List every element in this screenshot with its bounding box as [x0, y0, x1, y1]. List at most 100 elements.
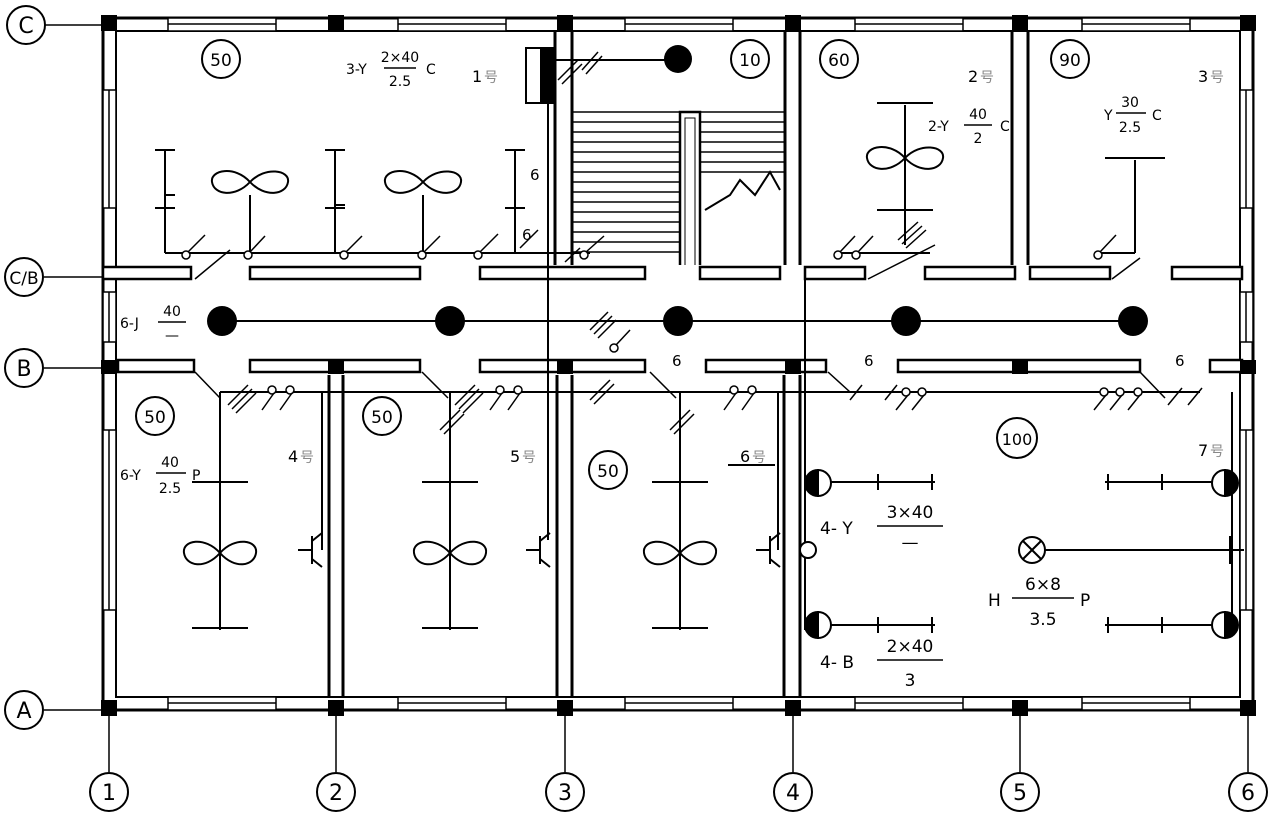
structural-columns — [101, 15, 1256, 716]
axis-row-a-label: A — [16, 699, 31, 724]
fixture-spec-1: 3-Y 2×40 2.5 C — [346, 50, 436, 90]
distribution-panel — [525, 47, 554, 104]
fixture-spec-7-den: 3.5 — [1029, 610, 1056, 630]
box-label-2-suffix: 号 — [980, 70, 994, 86]
axis-col-3: 3 — [545, 772, 585, 812]
room-tag-6: 50 — [362, 396, 402, 436]
wiring — [155, 59, 1233, 630]
box-label-3-suffix: 号 — [1210, 70, 1224, 86]
box-label-6-suffix: 号 — [752, 450, 766, 466]
fixture-spec-4: 6-J 40 — — [120, 304, 186, 344]
axis-row-cb: C/B — [4, 257, 44, 297]
room-tag-7: 50 — [588, 450, 628, 490]
fixture-spec-8: 4- B 2×40 3 — [820, 637, 943, 691]
wire-count-6: 6 — [740, 461, 741, 463]
fixture-spec-6-prefix: 4- Y — [820, 519, 853, 539]
axis-row-b-label: B — [16, 357, 31, 382]
room-tag-3-label: 60 — [828, 51, 850, 71]
room-tag-8-label: 100 — [1002, 430, 1033, 449]
box-label-6-num: 6 — [740, 447, 750, 466]
room-tag-8: 100 — [996, 417, 1038, 459]
fixture-spec-5-suffix: P — [192, 468, 200, 484]
room-tag-3: 60 — [819, 39, 859, 79]
axis-col-2-label: 2 — [329, 781, 343, 806]
fixture-spec-3-prefix: Y — [1103, 108, 1113, 124]
box-label-4-suffix: 号 — [300, 450, 314, 466]
fixture-spec-3-suffix: C — [1152, 108, 1162, 124]
axis-col-4-label: 4 — [786, 781, 800, 806]
axis-col-5-label: 5 — [1013, 781, 1027, 806]
box-label-3: 3 号 — [1198, 67, 1224, 86]
fixture-spec-6-num: 3×40 — [887, 503, 934, 523]
axis-row-b: B — [4, 348, 44, 388]
axis-col-6-label: 6 — [1241, 781, 1255, 806]
wall-outlets — [298, 532, 1244, 568]
ceiling-fans — [182, 146, 944, 566]
box-label-4: 4 号 — [288, 447, 314, 466]
wire-count-4: 6 — [864, 352, 874, 370]
box-label-5-suffix: 号 — [522, 450, 536, 466]
box-label-7-suffix: 号 — [1210, 444, 1224, 460]
fixture-spec-7: H 6×8 3.5 P — [988, 575, 1090, 630]
fixture-spec-2-den: 2 — [974, 131, 983, 147]
fixture-spec-8-num: 2×40 — [887, 637, 934, 657]
fluorescent-ticks — [165, 194, 1163, 633]
fixture-spec-5-prefix: 6-Y — [120, 468, 141, 484]
box-label-7: 7 号 — [1198, 441, 1224, 460]
emergency-lights — [799, 468, 1239, 640]
room-tag-1: 50 — [201, 39, 241, 79]
wire-count-1: 6 — [530, 166, 540, 184]
fixture-spec-2-suffix: C — [1000, 119, 1010, 135]
axis-col-1-label: 1 — [102, 781, 116, 806]
box-label-2: 2 号 — [968, 67, 994, 86]
fixture-spec-8-prefix: 4- B — [820, 653, 854, 673]
fixture-spec-3: Y 30 2.5 C — [1103, 95, 1162, 136]
box-label-1: 1 号 — [472, 67, 498, 86]
axis-row-a: A — [4, 690, 44, 730]
axis-col-5: 5 — [1000, 772, 1040, 812]
axis-row-c-label: C — [18, 14, 33, 39]
box-label-7-num: 7 — [1198, 441, 1208, 460]
axis-col-4: 4 — [773, 772, 813, 812]
wire-count-3: 6 — [672, 352, 682, 370]
door-swings — [194, 244, 1166, 399]
axis-col-6: 6 — [1228, 772, 1268, 812]
fixture-spec-2-prefix: 2-Y — [928, 119, 949, 135]
fixture-spec-1-suffix: C — [426, 62, 436, 78]
fixture-spec-1-prefix: 3-Y — [346, 62, 367, 78]
room-tag-2: 10 — [730, 39, 770, 79]
box-label-5: 5 号 — [510, 447, 536, 466]
axis-col-1: 1 — [89, 772, 129, 812]
box-label-3-num: 3 — [1198, 67, 1208, 86]
box-label-6: 6 号 — [740, 447, 766, 466]
fixture-spec-7-prefix: H — [988, 591, 1001, 611]
box-label-2-num: 2 — [968, 67, 978, 86]
fixture-spec-7-suffix: P — [1080, 591, 1090, 611]
fixture-spec-5-num: 40 — [161, 455, 179, 471]
room-tag-1-label: 50 — [210, 51, 232, 71]
fixture-spec-6-den: — — [902, 533, 919, 553]
fixture-spec-8-den: 3 — [905, 671, 916, 691]
room-tag-7-label: 50 — [597, 462, 619, 482]
wire-count-labels: 6 6 6 6 6 6 — [522, 166, 1185, 463]
fixture-spec-7-num: 6×8 — [1025, 575, 1061, 595]
fixture-spec-5-den: 2.5 — [159, 481, 181, 497]
room-tag-6-label: 50 — [371, 408, 393, 428]
ceiling-lights — [207, 45, 1148, 336]
box-label-1-suffix: 号 — [484, 70, 498, 86]
axis-lines — [44, 24, 1249, 772]
wire-ticks — [227, 51, 1203, 435]
wire-count-5: 6 — [1175, 352, 1185, 370]
exit-sign-icon — [1018, 536, 1046, 564]
room-tag-2-label: 10 — [739, 51, 761, 71]
axis-row-cb-label: C/B — [9, 269, 38, 289]
stairs — [572, 110, 785, 265]
wire-count-2: 6 — [522, 226, 532, 244]
fixture-spec-4-num: 40 — [163, 304, 181, 320]
box-label-4-num: 4 — [288, 447, 298, 466]
fixture-spec-4-den: — — [165, 328, 179, 344]
fixture-spec-5: 6-Y 40 2.5 P — [120, 455, 200, 497]
box-label-5-num: 5 — [510, 447, 520, 466]
axis-row-c: C — [6, 5, 46, 45]
